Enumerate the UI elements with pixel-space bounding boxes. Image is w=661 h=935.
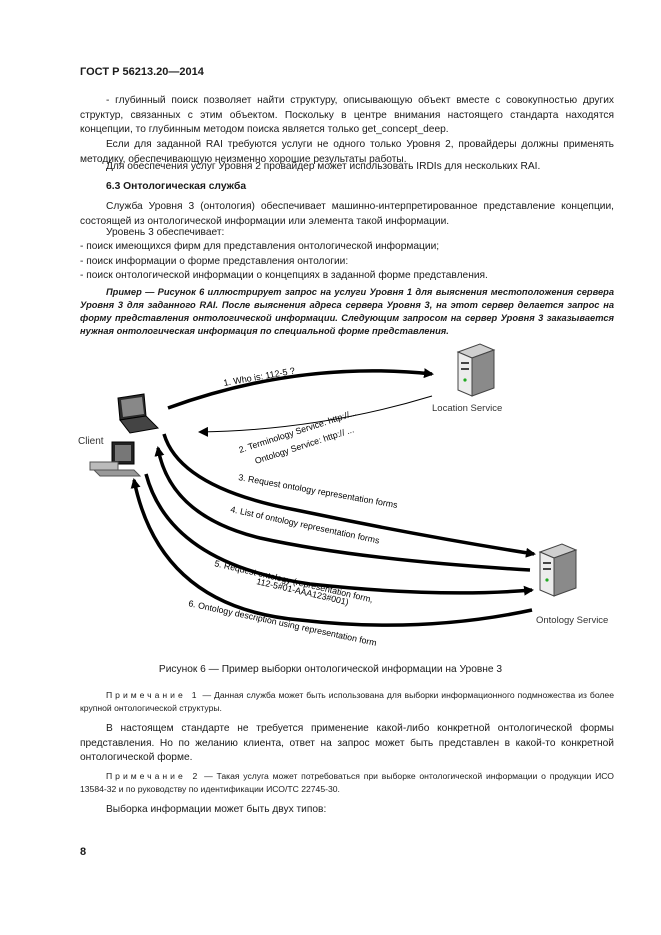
laptop-icon	[117, 393, 160, 434]
paragraph-level3-description: Служба Уровня 3 (онтология) обеспечивает…	[80, 201, 614, 227]
note-2: Примечание 2 — Такая услуга может потреб…	[80, 770, 614, 796]
figure-caption: Рисунок 6 — Пример выборки онтологическо…	[158, 664, 503, 675]
bullet-item: - поиск информации о форме представления…	[80, 255, 349, 267]
arrow-5-label: 5. Request ontology (representation form…	[214, 558, 374, 604]
paragraph-level2-services: Если для заданной RAI требуются услуги н…	[80, 139, 614, 165]
desktop-computer-icon	[89, 441, 142, 477]
note-2-label: Примечание 2	[106, 771, 201, 781]
note-1-label: Примечание 1	[106, 690, 200, 700]
bullet-list: - поиск имеющихся фирм для представления…	[80, 240, 614, 284]
arrow-3	[162, 433, 536, 558]
bullet-item: - поиск онтологической информации о конц…	[80, 270, 488, 282]
arrow-1-label: 1. Who is: 112-5 ?	[223, 366, 296, 388]
page-number: 8	[80, 846, 87, 858]
bullet-item: - поиск имеющихся фирм для представления…	[80, 241, 440, 252]
paragraph-irdis: Для обеспечения услуг Уровня 2 провайдер…	[106, 161, 541, 172]
client-label: Client	[78, 436, 104, 447]
arrow-2	[198, 395, 433, 437]
paragraph-retrieval-types: Выборка информации может быть двух типов…	[106, 804, 327, 815]
ontology-service-label: Ontology Service	[536, 615, 608, 626]
arrow-3-label: 3. Request ontology representation forms	[238, 472, 399, 510]
paragraph-no-specific-form: В настоящем стандарте не требуется приме…	[80, 723, 614, 764]
ontology-server-icon	[538, 543, 578, 597]
paragraph-deep-search: - глубинный поиск позволяет найти структ…	[80, 95, 614, 136]
section-title: 6.3 Онтологическая служба	[106, 181, 247, 192]
location-service-label: Location Service	[432, 403, 502, 414]
arrow-6	[130, 478, 533, 627]
location-server-icon	[456, 343, 496, 397]
arrow-1	[167, 368, 434, 410]
paragraph-level3-provides: Уровень 3 обеспечивает:	[106, 227, 225, 238]
note-2-text: — Такая услуга может потребоваться при в…	[80, 771, 614, 794]
note-1-text: — Данная служба может быть использована …	[80, 690, 614, 713]
arrow-4	[154, 446, 531, 572]
arrow-5	[144, 473, 534, 596]
note-1: Примечание 1 — Данная служба может быть …	[80, 689, 614, 715]
document-header: ГОСТ Р 56213.20—2014	[80, 66, 204, 78]
figure-6-diagram: Client Location Service Ontology Service…	[78, 343, 608, 648]
example-paragraph: Пример — Рисунок 6 иллюстрирует запрос н…	[80, 287, 614, 336]
